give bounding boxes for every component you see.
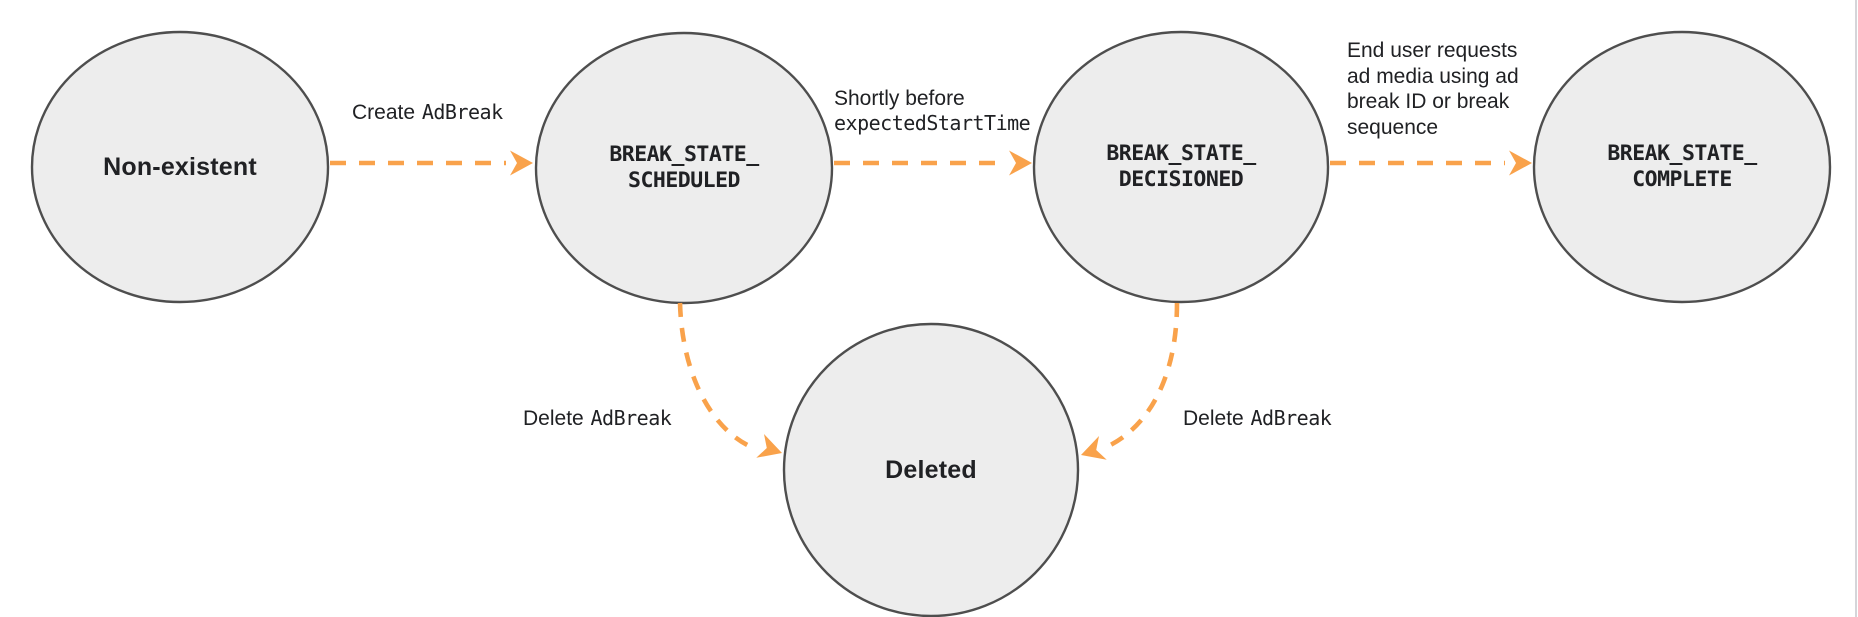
label-plain-text: Shortly before: [834, 87, 965, 110]
arrowhead-end-user: [1509, 150, 1532, 176]
label-code-text: AdBreak: [421, 100, 503, 124]
label-line1: End user requests: [1347, 39, 1518, 62]
transition-label-delete-right: Delete AdBreak: [1183, 406, 1332, 431]
transition-arrow-delete-from-scheduled: [677, 302, 757, 452]
arrowhead-shortly-before: [1009, 150, 1032, 176]
arrowhead-create: [510, 150, 533, 176]
arrowhead-delete-right: [1081, 436, 1107, 460]
state-circle-scheduled: [534, 31, 834, 305]
transition-label-delete-left: Delete AdBreak: [523, 406, 672, 431]
transition-label-end-user: End user requests ad media using ad brea…: [1347, 38, 1519, 140]
label-plain-text: Create: [352, 101, 416, 124]
state-circle-complete: [1532, 30, 1832, 304]
transition-arrow-delete-from-decisioned: [1101, 302, 1180, 452]
label-line4: sequence: [1347, 115, 1439, 139]
label-line2: ad media using ad: [1347, 64, 1519, 88]
state-circle-non-existent: [30, 30, 330, 304]
label-plain-text: Delete: [1183, 407, 1244, 430]
state-circle-decisioned: [1032, 30, 1330, 304]
label-code-text: expectedStartTime: [834, 111, 1031, 135]
state-circle-deleted: [782, 322, 1080, 617]
page-divider-line: [1855, 0, 1857, 617]
label-plain-text: Delete: [523, 407, 584, 430]
arrowhead-delete-left: [756, 434, 782, 458]
label-line3: break ID or break: [1347, 90, 1510, 113]
label-code-text: AdBreak: [590, 406, 672, 430]
label-code-text: AdBreak: [1250, 406, 1332, 430]
